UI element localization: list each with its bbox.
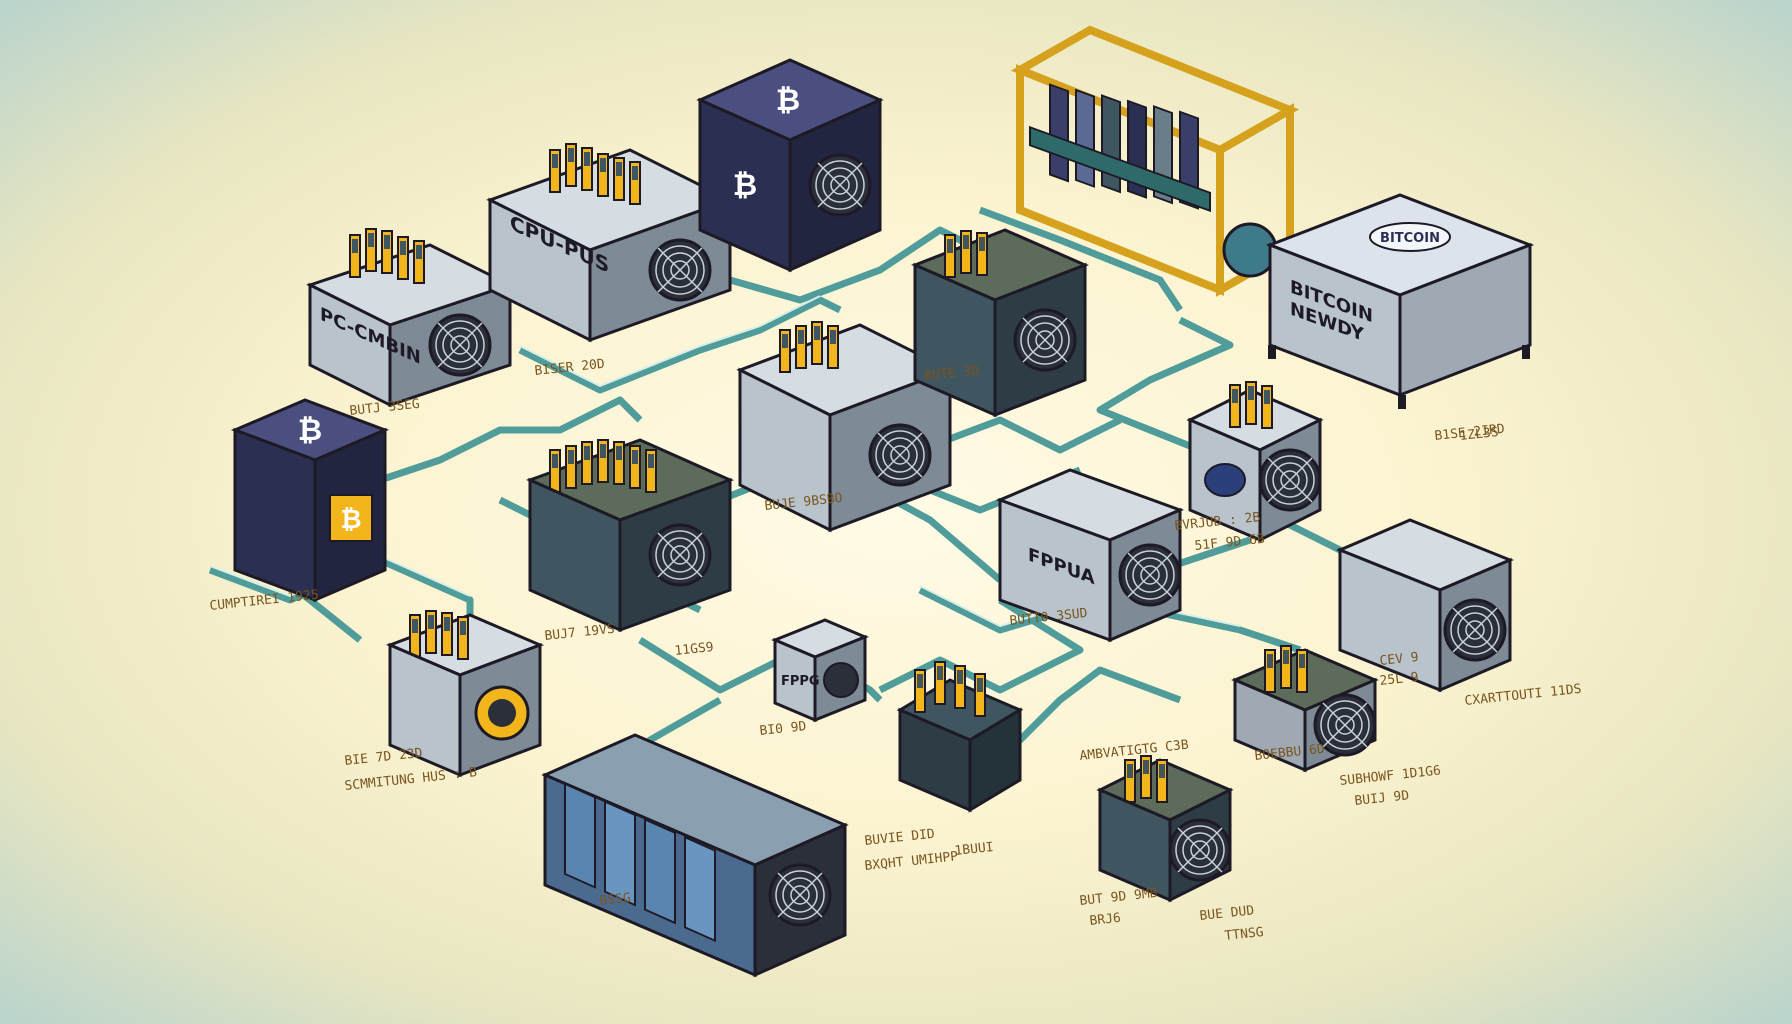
spec-label: 51F 9D 6B (1194, 532, 1266, 554)
miner-small-right[interactable] (1186, 381, 1324, 543)
fan-icon (823, 662, 859, 698)
spec-label: BUE DUD (1199, 903, 1255, 924)
miner-center-top[interactable] (911, 228, 1089, 418)
spec-label: B1SE 2IRD (1434, 422, 1506, 444)
miner-right[interactable] (1336, 518, 1514, 693)
fan-icon (1222, 222, 1278, 278)
server-badge: BITCOIN (1380, 231, 1440, 246)
server-bitcoin-newdy[interactable]: BITCOIN BITCOIN NEWDY (1265, 193, 1535, 409)
miner-board-bottom-right[interactable] (1096, 755, 1234, 903)
svg-text:₿: ₿ (340, 505, 361, 535)
spec-label: SUBHOWF 1D1G6 (1339, 763, 1442, 789)
circuit-board-stack[interactable] (896, 661, 1024, 813)
miner-fppua[interactable]: FPPUA (995, 468, 1185, 643)
spec-label: 25L 9 (1379, 670, 1419, 689)
spec-label: BUTE 3D (924, 363, 980, 384)
spec-label: 11GS9 (674, 640, 714, 659)
miner-gold-fan[interactable] (385, 610, 545, 778)
spec-label: BIE 7D 23D (344, 746, 424, 769)
spec-label: BRJ6 (1089, 911, 1122, 929)
miner-board-left[interactable] (525, 438, 735, 633)
miner-title: FPPG (781, 674, 820, 689)
spec-label: CEV 9 (1379, 650, 1419, 669)
spec-label: SCMMITUNG HUS : B (344, 765, 478, 794)
spec-labels: BISER 20D BUTJ 3SEG BUTE 3D B1SE 2IRD 1Z… (209, 357, 1582, 944)
gpu-stack-bottom[interactable] (541, 733, 849, 978)
miner-board-right[interactable] (1231, 645, 1379, 773)
miner-center[interactable] (736, 321, 954, 533)
spec-label: 1BUUI (954, 840, 994, 859)
spec-label: 1ZL3S (1459, 425, 1499, 444)
miner-cpu-pus[interactable]: CPU-PUS (486, 143, 734, 343)
spec-label: BUT 9D 9MB (1079, 886, 1159, 909)
btc-cube-left[interactable]: ₿ (230, 398, 390, 603)
spec-label: BUVIE DID (864, 827, 936, 849)
miner-fppg[interactable]: FPPG (771, 618, 869, 723)
spec-label: BUIJ 9D (1354, 788, 1410, 809)
miner-pc-cmbin[interactable]: PC-CMBIN (306, 228, 514, 408)
spec-label: BXQHT UMIHPP (864, 849, 959, 874)
spec-label: BI0 9D (759, 719, 807, 739)
spec-label: BOEBBU 6D (1254, 742, 1326, 764)
gpu-rig[interactable] (1010, 25, 1300, 297)
spec-label: BISER 20D (534, 357, 606, 379)
spec-label: BUTJ 3SEG (349, 397, 421, 419)
spec-label: TTNSG (1224, 925, 1265, 944)
bitcoin-icon (297, 413, 323, 448)
btc-cube-top[interactable] (696, 58, 884, 273)
spec-label: BSSG (599, 891, 632, 909)
spec-label: BUJ7 19VS (544, 622, 616, 644)
spec-label: CXARTTOUTI 11DS (1464, 682, 1582, 709)
